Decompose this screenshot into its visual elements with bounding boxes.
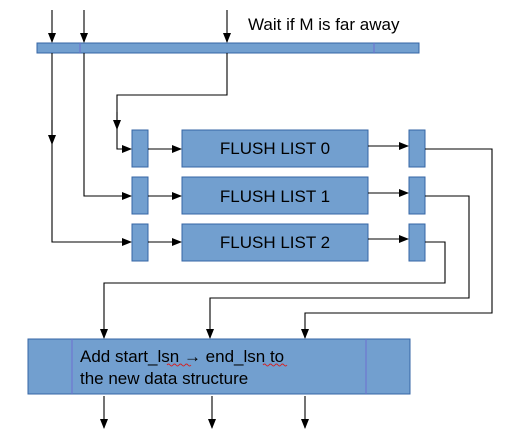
bar-to-flush-1-left — [83, 53, 132, 200]
flush-2-left-node — [131, 223, 149, 262]
spellcheck-squiggle-1 — [166, 363, 192, 367]
bottom-box-line-1: Add start_lsn → end_lsn to — [80, 347, 284, 366]
flush-1-right-to-bottom — [206, 195, 470, 339]
top-bar — [36, 42, 420, 54]
spellcheck-squiggle-2 — [262, 363, 288, 367]
flush-2-right-to-bottom — [100, 241, 446, 339]
flush-row-1: FLUSH LIST 1 — [131, 176, 426, 215]
flush-list-1-box — [181, 176, 369, 215]
flush-list-2-box — [181, 223, 369, 262]
flush-0-right-node — [408, 129, 426, 168]
bottom-box: Add start_lsn → end_lsn to the new data … — [27, 338, 411, 395]
bar-to-flush-2-left — [51, 53, 132, 246]
flush-list-2-label: FLUSH LIST 2 — [220, 233, 330, 252]
flush-list-1-label: FLUSH LIST 1 — [220, 187, 330, 206]
bar-to-flush-0-left — [116, 53, 228, 153]
flush-row-2: FLUSH LIST 2 — [131, 223, 426, 262]
flush-1-right-node — [408, 176, 426, 215]
flush-list-0-label: FLUSH LIST 0 — [220, 139, 330, 158]
flush-0-left-node — [131, 129, 149, 168]
flush-list-0-box — [181, 129, 369, 168]
flush-0-right-to-bottom — [301, 148, 493, 339]
flush-1-left-node — [131, 176, 149, 215]
flush-row-0: FLUSH LIST 0 — [131, 129, 426, 168]
bottom-box-line-2: the new data structure — [80, 369, 248, 388]
top-note: Wait if M is far away — [248, 15, 400, 34]
flush-2-right-node — [408, 223, 426, 262]
